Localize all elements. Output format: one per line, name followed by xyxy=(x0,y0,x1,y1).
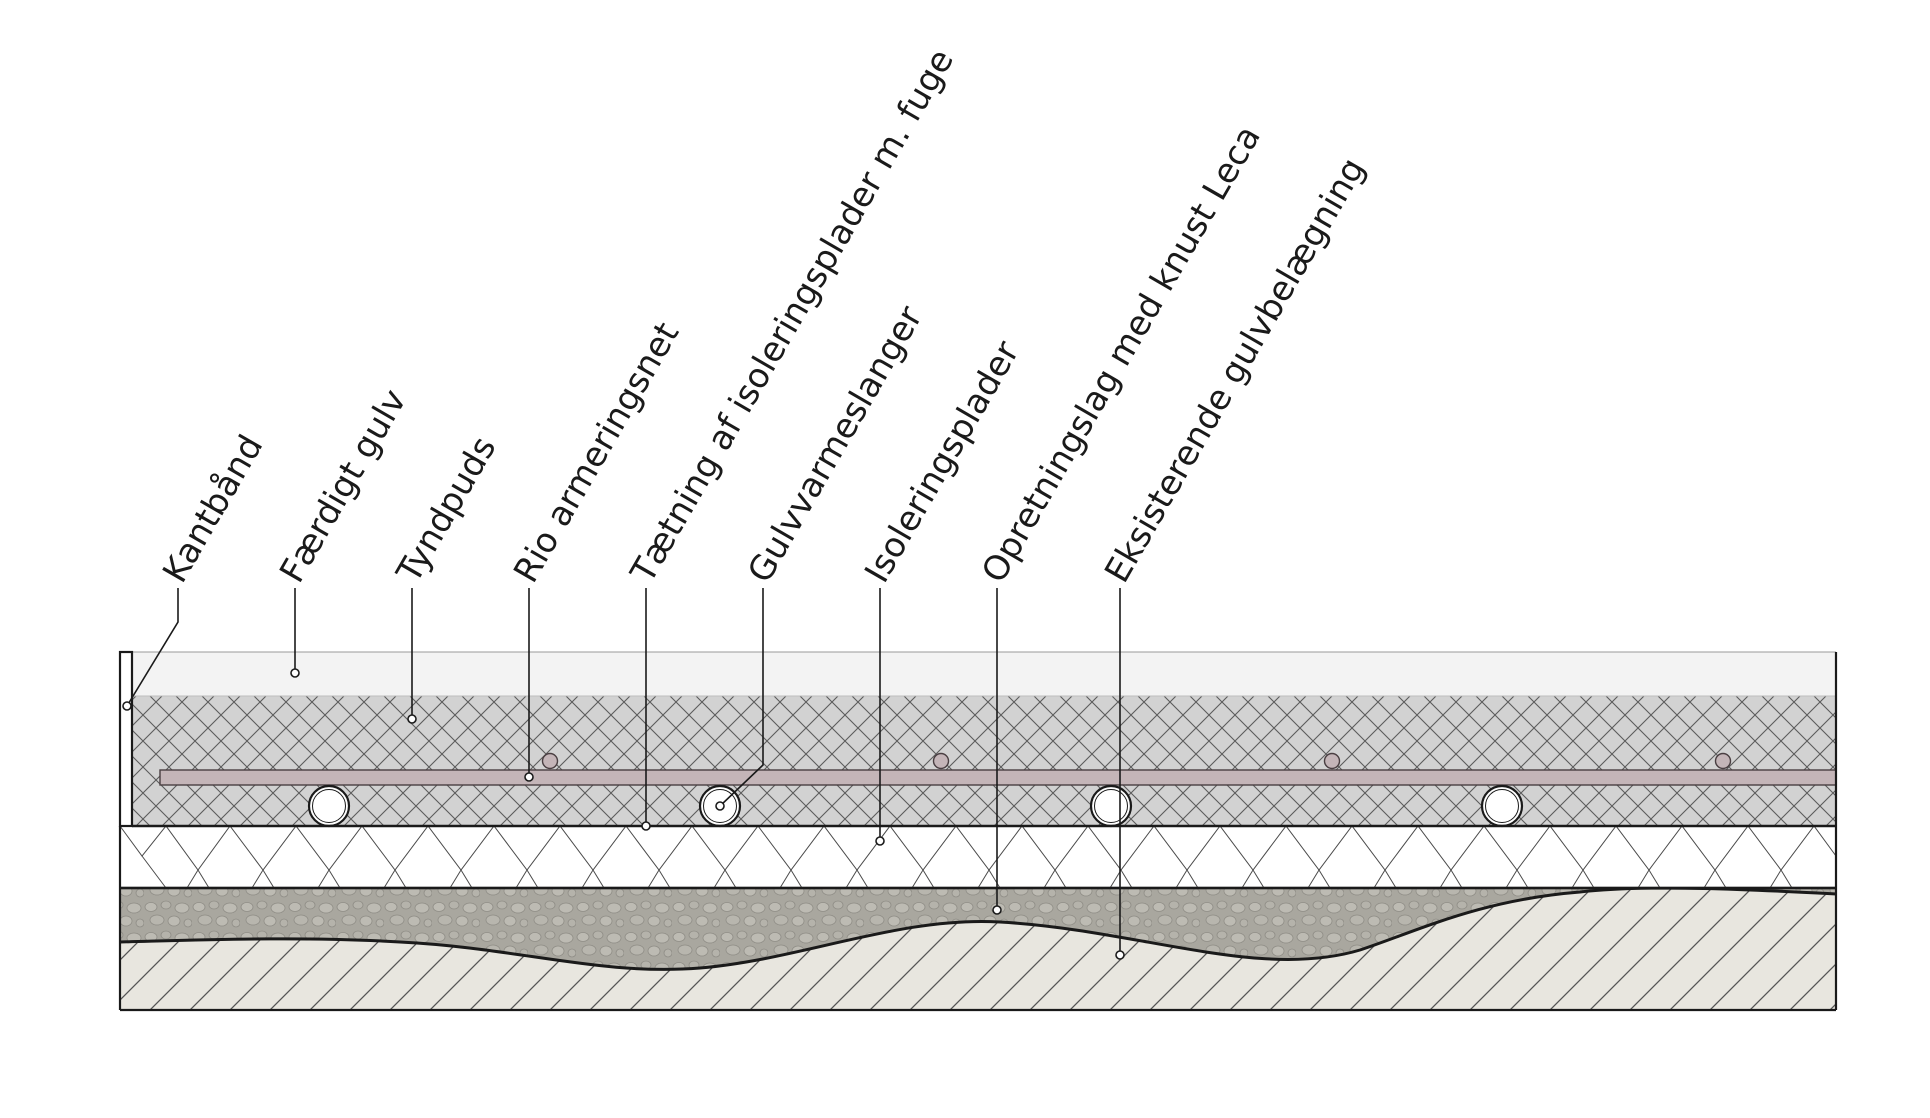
section-outlines xyxy=(118,652,1838,1012)
edge-strip xyxy=(118,650,134,828)
screed-layer xyxy=(132,696,1836,826)
rebar-cross-section xyxy=(932,752,950,770)
leader-kantbaand xyxy=(126,588,179,707)
insulation-layer xyxy=(119,825,1837,890)
heating-pipe xyxy=(1480,784,1524,828)
finished-floor-layer xyxy=(132,651,1836,697)
heating-pipe xyxy=(1089,784,1133,828)
leader-lines xyxy=(122,588,1125,960)
label-tyndpuds: Tyndpuds xyxy=(389,430,505,590)
heating-pipe xyxy=(307,784,351,828)
label-faerdigt-gulv: Færdigt gulv xyxy=(272,383,415,590)
leader-gulvvarmeslanger xyxy=(719,588,764,807)
leca-boundary-line xyxy=(119,886,1837,971)
rebar-cross-section xyxy=(1323,752,1341,770)
rebar-cross-section xyxy=(1714,752,1732,770)
layer-labels: Kantbånd Færdigt gulv Tyndpuds Rio armer… xyxy=(155,42,1373,590)
label-eksisterende: Eksisterende gulvbelægning xyxy=(1097,151,1373,589)
leca-levelling-layer xyxy=(119,886,1837,971)
rebar-cross-section xyxy=(541,752,559,770)
label-kantbaand: Kantbånd xyxy=(155,428,271,589)
